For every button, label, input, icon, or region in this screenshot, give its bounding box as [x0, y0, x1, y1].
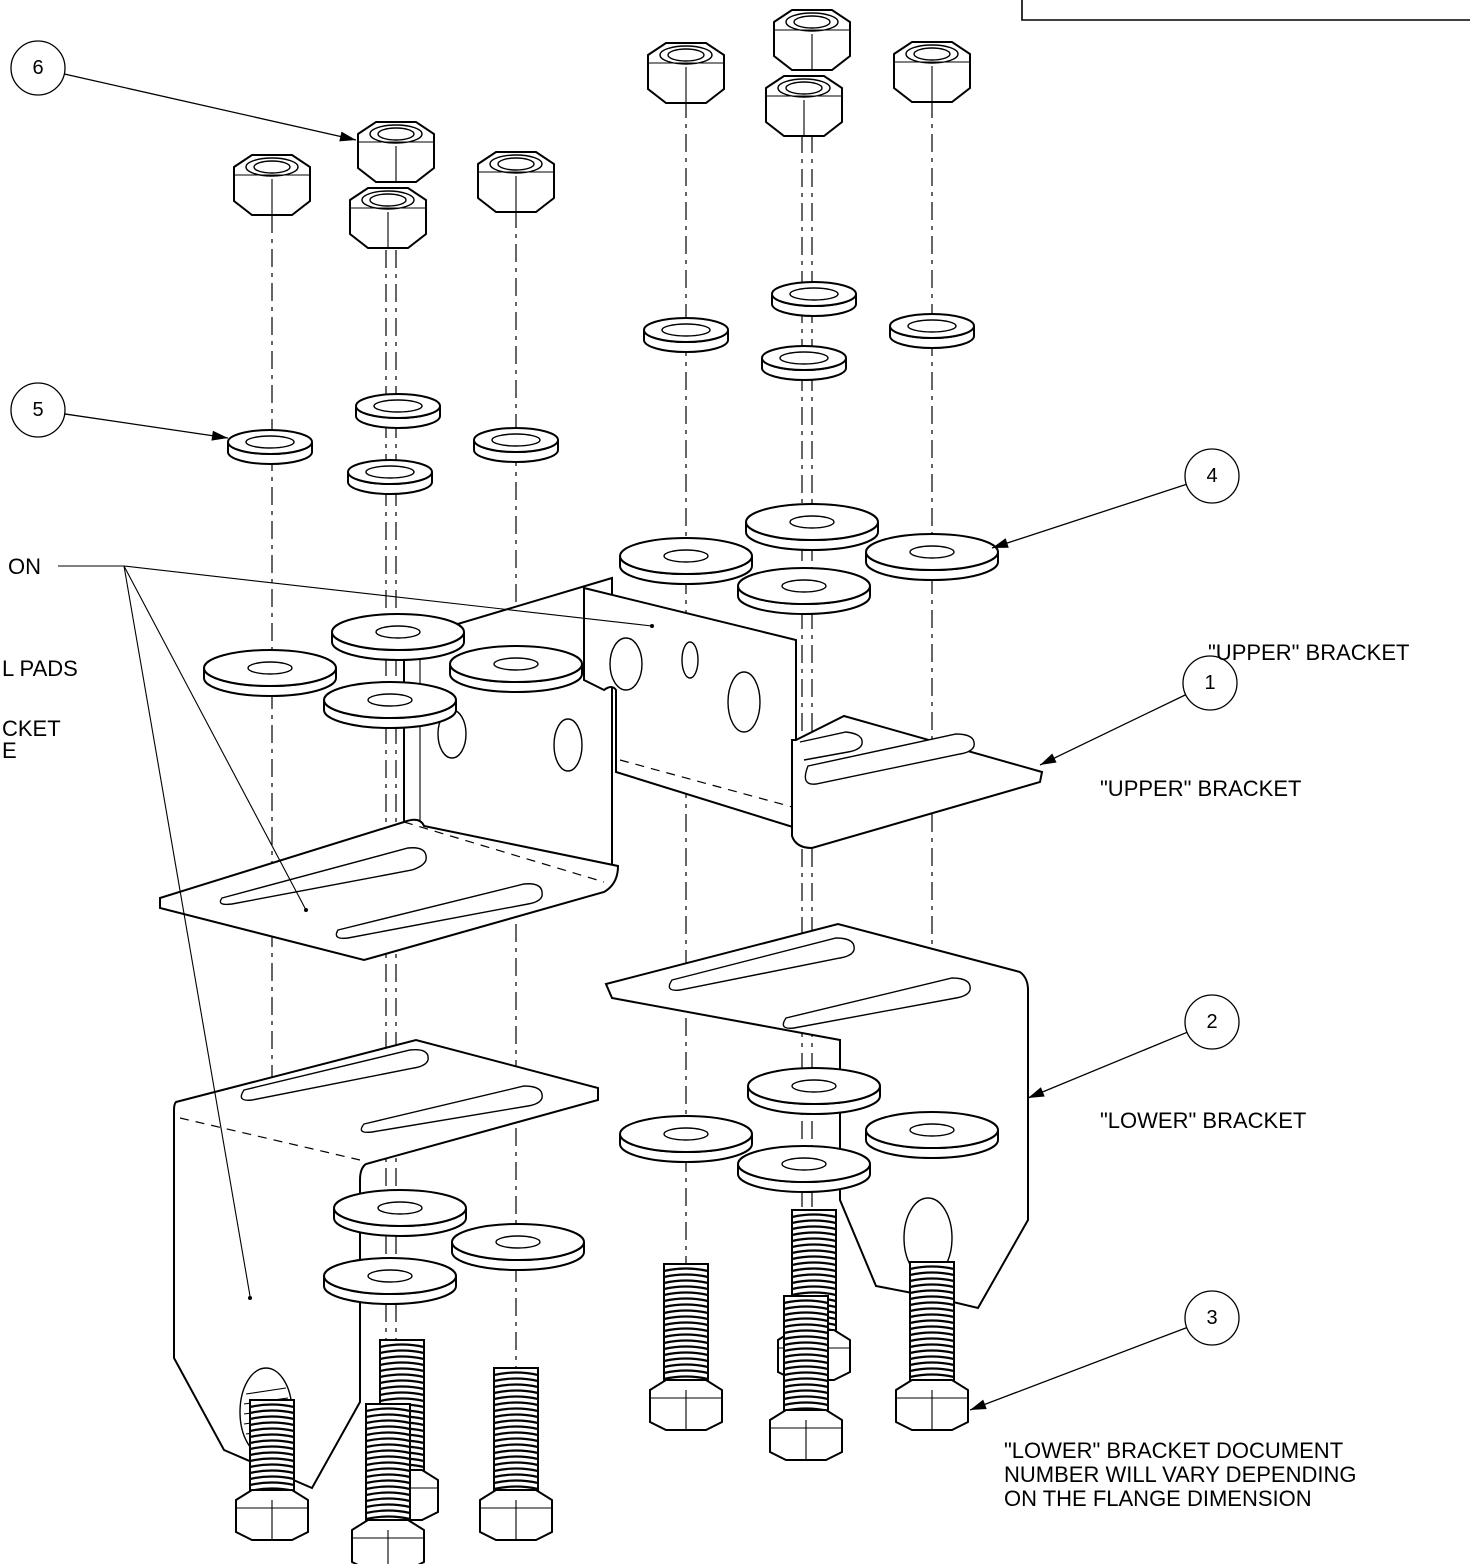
hex-bolt	[649, 1263, 723, 1431]
title-block-frame	[1021, 0, 1470, 21]
note-bracket-text: CKET	[2, 716, 61, 741]
callout-5: 5	[10, 382, 229, 441]
callout-bubble	[10, 382, 66, 438]
note-on-text: ON	[8, 554, 41, 579]
flat-washers	[203, 503, 999, 1305]
lower-note-line-3: ON THE FLANGE DIMENSION	[1004, 1486, 1312, 1511]
lock-washers	[227, 281, 975, 495]
hex-bolt	[235, 1399, 309, 1541]
lower-bracket-label: "LOWER" BRACKET	[1100, 1108, 1306, 1133]
callout-bubble	[1184, 994, 1240, 1050]
callout-6: 6	[10, 40, 357, 142]
callout-group: 1 2 3 4 5 6	[10, 40, 1240, 1411]
note-leaders	[58, 565, 654, 1300]
lower-note-line-1: "LOWER" BRACKET DOCUMENT	[1004, 1438, 1343, 1463]
callout-number: 2	[1206, 1011, 1217, 1033]
lower-note-line-2: NUMBER WILL VARY DEPENDING	[1004, 1462, 1356, 1487]
callout-number: 5	[32, 399, 43, 421]
callout-2: 2	[1027, 994, 1240, 1099]
callout-3: 3	[969, 1290, 1240, 1411]
callout-bubble	[1184, 448, 1240, 504]
callout-number: 3	[1206, 1307, 1217, 1329]
upper-bracket-right	[583, 586, 1044, 850]
upper-bracket-label: "UPPER" BRACKET	[1100, 776, 1301, 801]
upper-bracket-top-label: "UPPER" BRACKET	[1208, 640, 1409, 665]
hex-bolt	[351, 1403, 425, 1564]
lower-bracket-right	[604, 922, 1029, 1310]
callout-bubble	[10, 40, 66, 96]
callout-bubble	[1182, 655, 1238, 711]
callout-number: 1	[1204, 672, 1215, 694]
hex-bolts	[235, 1209, 969, 1564]
note-pads-text: L PADS	[2, 656, 78, 681]
callout-number: 6	[32, 57, 43, 79]
hex-bolt	[479, 1367, 553, 1541]
hex-nuts	[233, 9, 971, 249]
callout-bubble	[1184, 1290, 1240, 1346]
hex-bolt	[769, 1295, 843, 1461]
hex-bolt	[895, 1261, 969, 1431]
upper-bracket-left	[159, 576, 620, 962]
callout-4: 4	[991, 448, 1240, 549]
callout-number: 4	[1206, 465, 1217, 487]
callout-1: 1	[1039, 655, 1238, 766]
note-e-text: E	[2, 738, 17, 763]
